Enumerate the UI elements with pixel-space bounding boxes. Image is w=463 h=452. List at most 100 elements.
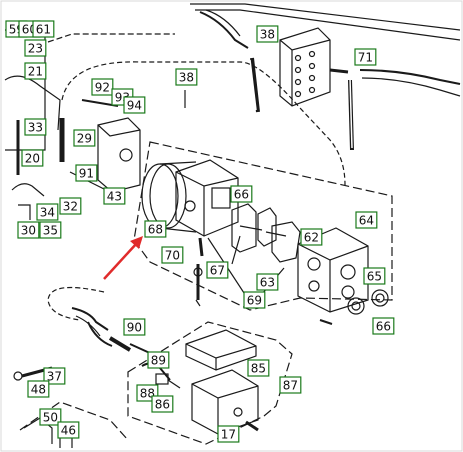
callout-32: 32 (59, 197, 82, 215)
callout-box (151, 395, 174, 413)
callout-35: 35 (39, 221, 62, 239)
callout-box (175, 68, 198, 86)
callout-box (27, 380, 50, 398)
callout-number: 66 (376, 320, 391, 334)
callout-number: 30 (21, 224, 36, 238)
callout-number: 33 (28, 121, 43, 135)
callout-box (161, 246, 184, 264)
callout-box (21, 149, 44, 167)
callout-box (123, 96, 146, 114)
callout-number: 50 (43, 411, 58, 425)
callout-number: 64 (359, 214, 374, 228)
callout-number: 86 (155, 398, 170, 412)
callout-box (147, 351, 170, 369)
callout-33: 33 (24, 118, 47, 136)
callout-21: 21 (24, 62, 47, 80)
callout-number: 71 (358, 51, 373, 65)
callout-91: 91 (75, 164, 98, 182)
callout-number: 67 (210, 264, 225, 278)
callout-number: 68 (148, 223, 163, 237)
callout-box (91, 78, 114, 96)
callout-20: 20 (21, 149, 44, 167)
callout-70: 70 (161, 246, 184, 264)
callout-box (24, 118, 47, 136)
callout-37: 37 (43, 367, 66, 385)
callout-34: 34 (36, 203, 59, 221)
callout-29: 29 (73, 129, 96, 147)
callout-number: 91 (79, 167, 94, 181)
callout-box (300, 228, 323, 246)
callout-number: 38 (179, 71, 194, 85)
callout-box (279, 376, 302, 394)
callout-box (24, 62, 47, 80)
callout-number: 62 (304, 231, 319, 245)
callout-number: 43 (107, 190, 122, 204)
callout-box (43, 367, 66, 385)
callout-23: 23 (24, 39, 47, 57)
callout-box (103, 187, 126, 205)
callout-box (123, 318, 146, 336)
callout-number: 35 (43, 224, 58, 238)
callout-box (24, 39, 47, 57)
callout-number: 34 (40, 206, 55, 220)
callout-89: 89 (147, 351, 170, 369)
callout-64: 64 (355, 211, 378, 229)
callout-box (57, 421, 80, 439)
callout-number: 66 (234, 188, 249, 202)
callout-box (39, 408, 62, 426)
callout-number: 37 (47, 370, 62, 384)
callout-66: 66 (230, 185, 253, 203)
callout-number: 61 (36, 23, 51, 37)
callout-number: 29 (77, 132, 92, 146)
callout-90: 90 (123, 318, 146, 336)
callout-62: 62 (300, 228, 323, 246)
callout-85: 85 (247, 359, 270, 377)
callout-number: 32 (63, 200, 78, 214)
callout-87: 87 (279, 376, 302, 394)
callout-61: 61 (32, 20, 55, 38)
callout-box (17, 221, 40, 239)
callout-43: 43 (103, 187, 126, 205)
callout-71: 71 (354, 48, 377, 66)
callout-box (206, 261, 229, 279)
callout-38: 38 (256, 25, 279, 43)
callout-number: 69 (247, 294, 262, 308)
callout-box (144, 220, 167, 238)
callout-38: 38 (175, 68, 198, 86)
callout-box (73, 129, 96, 147)
callout-number: 70 (165, 249, 180, 263)
callout-67: 67 (206, 261, 229, 279)
callout-46: 46 (57, 421, 80, 439)
callout-box (59, 197, 82, 215)
callout-94: 94 (123, 96, 146, 114)
callout-number: 65 (367, 270, 382, 284)
callout-48: 48 (27, 380, 50, 398)
callout-box (75, 164, 98, 182)
callout-number: 85 (251, 362, 266, 376)
callout-box (256, 273, 279, 291)
callout-box (247, 359, 270, 377)
callout-92: 92 (91, 78, 114, 96)
callout-number: 21 (28, 65, 43, 79)
callout-number: 87 (283, 379, 298, 393)
callout-69: 69 (243, 291, 266, 309)
callout-box (217, 425, 240, 443)
callout-box (243, 291, 266, 309)
callout-box (372, 317, 395, 335)
callout-number: 20 (25, 152, 40, 166)
callout-65: 65 (363, 267, 386, 285)
callout-66: 66 (372, 317, 395, 335)
annotation-arrow (103, 236, 143, 280)
callout-number: 17 (221, 428, 236, 442)
callout-68: 68 (144, 220, 167, 238)
callout-box (230, 185, 253, 203)
callout-box (256, 25, 279, 43)
callout-number: 88 (140, 387, 155, 401)
callout-50: 50 (39, 408, 62, 426)
callout-number: 46 (61, 424, 76, 438)
callout-box (36, 203, 59, 221)
callout-number: 89 (151, 354, 166, 368)
callout-30: 30 (17, 221, 40, 239)
